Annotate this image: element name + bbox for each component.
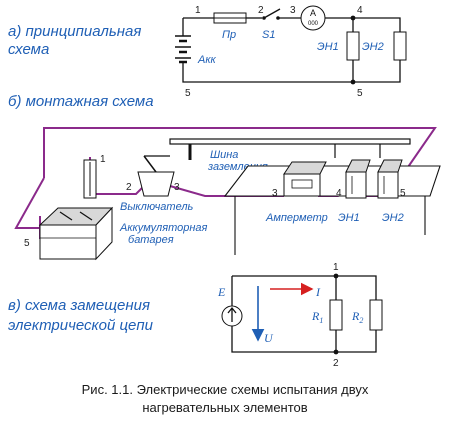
figure-caption: Рис. 1.1. Электрические схемы испытания …	[82, 382, 369, 415]
label-emf: E	[217, 285, 226, 299]
caption-line1: Рис. 1.1. Электрические схемы испытания …	[82, 382, 369, 397]
battery-device-icon	[39, 224, 97, 260]
label-ammeter-b: Амперметр	[265, 212, 328, 224]
node-a-3: 3	[290, 5, 296, 16]
grounding-bus-icon	[169, 138, 411, 145]
wire-a-7	[182, 60, 401, 83]
label-current: I	[315, 285, 321, 299]
resistor-r1-icon	[329, 299, 343, 331]
battery-terminal-2	[79, 211, 93, 221]
label-r2: R2	[351, 309, 363, 325]
wire-v-top	[232, 275, 377, 300]
resistor-r2-icon	[369, 299, 383, 331]
knife-switch-icon	[137, 171, 175, 197]
node-b-2: 2	[126, 182, 132, 193]
node-a-4-dot	[350, 15, 356, 21]
caption-line2: нагревательных элементов	[142, 400, 307, 415]
node-a-5-left: 5	[185, 88, 191, 99]
label-fuse: Пр	[222, 29, 236, 41]
heater-2-device-icon	[377, 171, 399, 199]
battery-side	[95, 206, 113, 261]
node-b-3-ammeter: 3	[272, 188, 278, 199]
label-battery-b-line1: Аккумуляторная	[119, 222, 208, 234]
wire-a-4	[325, 17, 401, 32]
section-a: а) принципиальная схема Пр S1 A 000	[8, 5, 407, 99]
emf-arrow-icon	[227, 306, 237, 322]
node-a-4: 4	[357, 5, 363, 16]
ammeter-scale	[291, 179, 313, 189]
node-v-1-dot	[333, 273, 339, 279]
node-a-1: 1	[195, 5, 201, 16]
heading-a-line2: схема	[8, 41, 49, 58]
label-heater-1-b: ЭН1	[338, 212, 360, 224]
label-heater-2-b: ЭН2	[382, 212, 404, 224]
heater-1-top	[345, 159, 371, 173]
label-r2-sub: 2	[359, 316, 363, 325]
table-top-icon	[223, 165, 441, 197]
wire-b-outer	[43, 127, 437, 197]
label-heater-2: ЭН2	[362, 41, 384, 53]
label-battery-b-line2: батарея	[128, 234, 174, 246]
node-b-5-battery: 5	[24, 238, 30, 249]
switch-contact-2	[276, 16, 280, 20]
label-r1: R1	[311, 309, 323, 325]
label-bus-line1: Шина	[210, 149, 238, 161]
wire-v-bottom	[231, 326, 377, 353]
label-heater-1: ЭН1	[317, 41, 339, 53]
label-r1-sub: 1	[319, 316, 323, 325]
battery-terminal-1	[59, 211, 73, 221]
ammeter-device-icon	[283, 173, 321, 197]
label-switch-s1: S1	[262, 29, 275, 41]
ammeter-letter: A	[310, 8, 316, 18]
node-v-1: 1	[333, 262, 339, 273]
switch-blade-icon	[263, 8, 281, 19]
node-b-3-switch: 3	[174, 182, 180, 193]
node-a-5-dot	[350, 79, 356, 85]
ammeter-digits: 000	[308, 21, 319, 27]
label-voltage: U	[264, 331, 274, 345]
node-b-5-heater: 5	[400, 188, 406, 199]
heading-b: б) монтажная схема	[8, 93, 154, 110]
ammeter-icon	[300, 5, 326, 31]
heater-2-top	[377, 159, 403, 173]
heater-1-icon	[346, 31, 360, 61]
node-a-2: 2	[258, 5, 264, 16]
node-v-2-dot	[333, 349, 339, 355]
heading-v-line2: электрической цепи	[8, 317, 154, 334]
knife-switch-blade	[143, 155, 157, 173]
node-b-1: 1	[100, 154, 106, 165]
label-switch-b: Выключатель	[120, 201, 194, 213]
section-v: в) схема замещения электрической цепи E …	[8, 262, 383, 369]
node-a-5-right: 5	[357, 88, 363, 99]
heading-v-line1: в) схема замещения	[8, 297, 150, 314]
node-v-2: 2	[333, 358, 339, 369]
label-r1-letter: R	[311, 309, 320, 323]
node-b-4: 4	[336, 188, 342, 199]
label-battery: Акк	[197, 54, 217, 66]
wire-b-switch	[89, 157, 145, 195]
section-b: б) монтажная схема Шина заземления 1 2 3…	[8, 93, 441, 261]
heater-1-device-icon	[345, 171, 367, 199]
heater-2-icon	[393, 31, 407, 61]
heading-a-line1: а) принципиальная	[8, 23, 141, 40]
label-r2-letter: R	[351, 309, 360, 323]
ammeter-top	[283, 161, 327, 175]
